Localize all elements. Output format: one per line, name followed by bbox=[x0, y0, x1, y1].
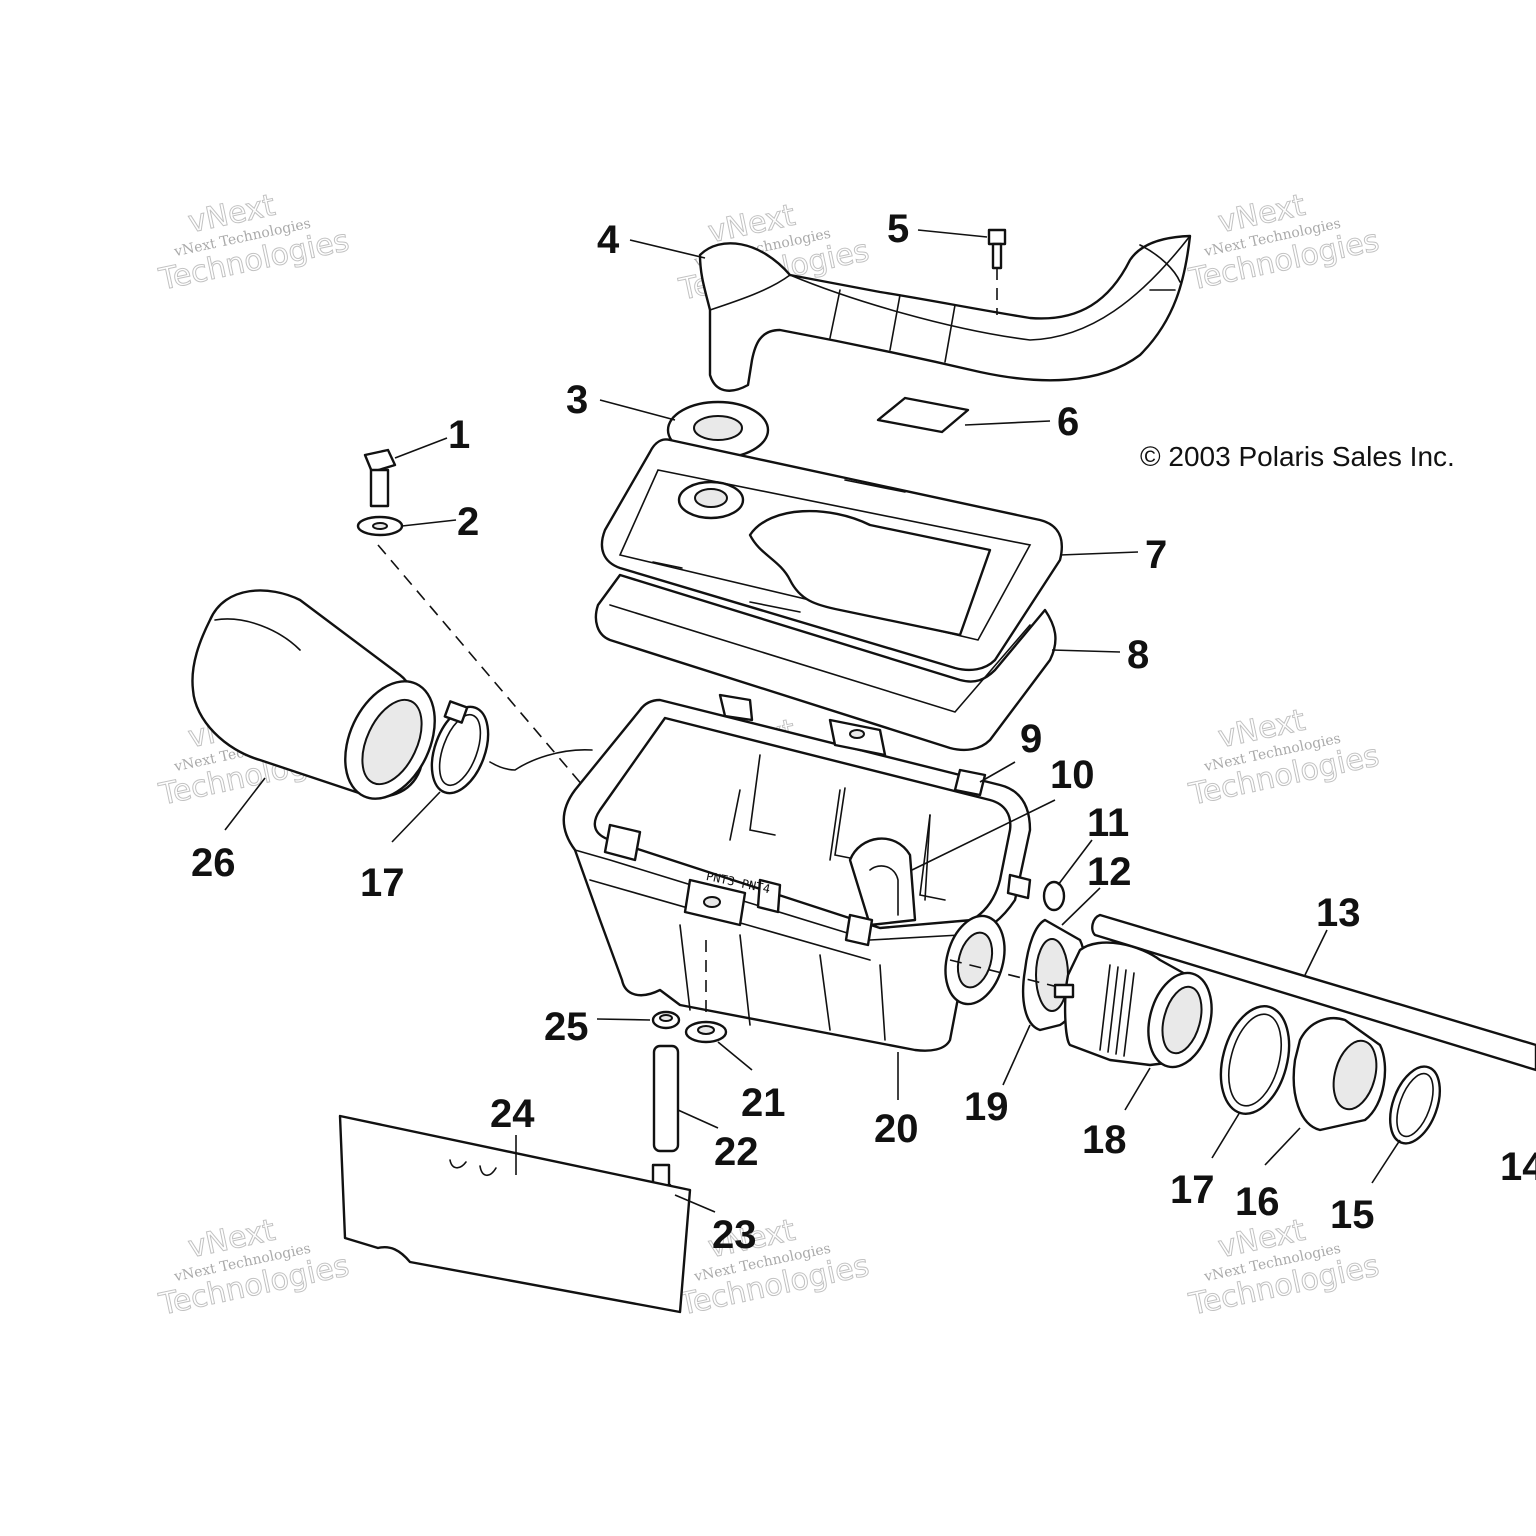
bolt-1 bbox=[363, 448, 397, 508]
callout-7: 7 bbox=[1145, 533, 1167, 577]
callout-20: 20 bbox=[874, 1107, 919, 1151]
callout-1: 1 bbox=[448, 413, 470, 457]
callout-12: 12 bbox=[1087, 850, 1132, 894]
airbox: PNT3 PNT4 bbox=[489, 693, 1032, 1052]
lid-gasket bbox=[594, 573, 1057, 752]
watermark-mid-right: vNext vNext Technologies Technologies bbox=[1185, 702, 1383, 813]
clamp-17-left bbox=[430, 700, 490, 795]
callout-17a: 17 bbox=[1170, 1168, 1215, 1212]
panel-24 bbox=[338, 1114, 692, 1314]
callout-10: 10 bbox=[1050, 753, 1095, 797]
watermark-bottom-center: vNext vNext Technologies Technologies bbox=[675, 1212, 873, 1323]
callout-17b: 17 bbox=[360, 861, 405, 905]
fitting-11 bbox=[1042, 880, 1066, 912]
callout-3: 3 bbox=[566, 378, 588, 422]
callout-6: 6 bbox=[1057, 400, 1079, 444]
callout-24: 24 bbox=[490, 1092, 535, 1136]
tube-13 bbox=[1091, 913, 1536, 1072]
callout-11: 11 bbox=[1087, 801, 1129, 845]
watermark-bottom-left: vNext vNext Technologies Technologies bbox=[155, 1212, 353, 1323]
callout-16: 16 bbox=[1235, 1180, 1280, 1224]
washer-2 bbox=[356, 515, 404, 537]
copyright-notice: © 2003 Polaris Sales Inc. bbox=[1140, 441, 1455, 472]
ring-17-right bbox=[1219, 1005, 1291, 1115]
drain-tube-22 bbox=[652, 1044, 680, 1153]
callout-26: 26 bbox=[191, 841, 236, 885]
callout-25: 25 bbox=[544, 1005, 589, 1049]
callout-18: 18 bbox=[1082, 1118, 1127, 1162]
decal-6 bbox=[876, 396, 970, 434]
watermark-top-left: vNext vNext Technologies Technologies bbox=[155, 187, 353, 298]
clamp-15 bbox=[1389, 1065, 1441, 1145]
leader-lines bbox=[224, 229, 1401, 1213]
callout-19: 19 bbox=[964, 1085, 1009, 1129]
intake-duct bbox=[698, 234, 1192, 392]
callout-21: 21 bbox=[741, 1081, 786, 1125]
adapter-18 bbox=[1053, 941, 1213, 1069]
callout-9: 9 bbox=[1020, 717, 1042, 761]
washer-21 bbox=[684, 940, 728, 1044]
screw-5 bbox=[987, 228, 1007, 315]
bolt-path-line bbox=[377, 544, 613, 821]
callout-4: 4 bbox=[597, 218, 620, 262]
callout-22: 22 bbox=[714, 1130, 759, 1174]
callout-13: 13 bbox=[1316, 891, 1361, 935]
callout-14: 14 bbox=[1500, 1145, 1536, 1189]
watermark-top-right: vNext vNext Technologies Technologies bbox=[1185, 187, 1383, 298]
callout-labels: 1 2 3 4 5 6 7 8 9 10 11 12 13 14 15 16 1… bbox=[191, 207, 1536, 1257]
airbox-lid bbox=[600, 438, 1063, 672]
air-filter bbox=[191, 589, 436, 800]
clip-25 bbox=[651, 1010, 681, 1030]
callout-8: 8 bbox=[1127, 633, 1149, 677]
callout-5: 5 bbox=[887, 207, 909, 251]
boot-16 bbox=[1292, 1017, 1387, 1132]
callout-2: 2 bbox=[457, 500, 479, 544]
callout-15: 15 bbox=[1330, 1193, 1375, 1237]
callout-23: 23 bbox=[712, 1213, 757, 1257]
